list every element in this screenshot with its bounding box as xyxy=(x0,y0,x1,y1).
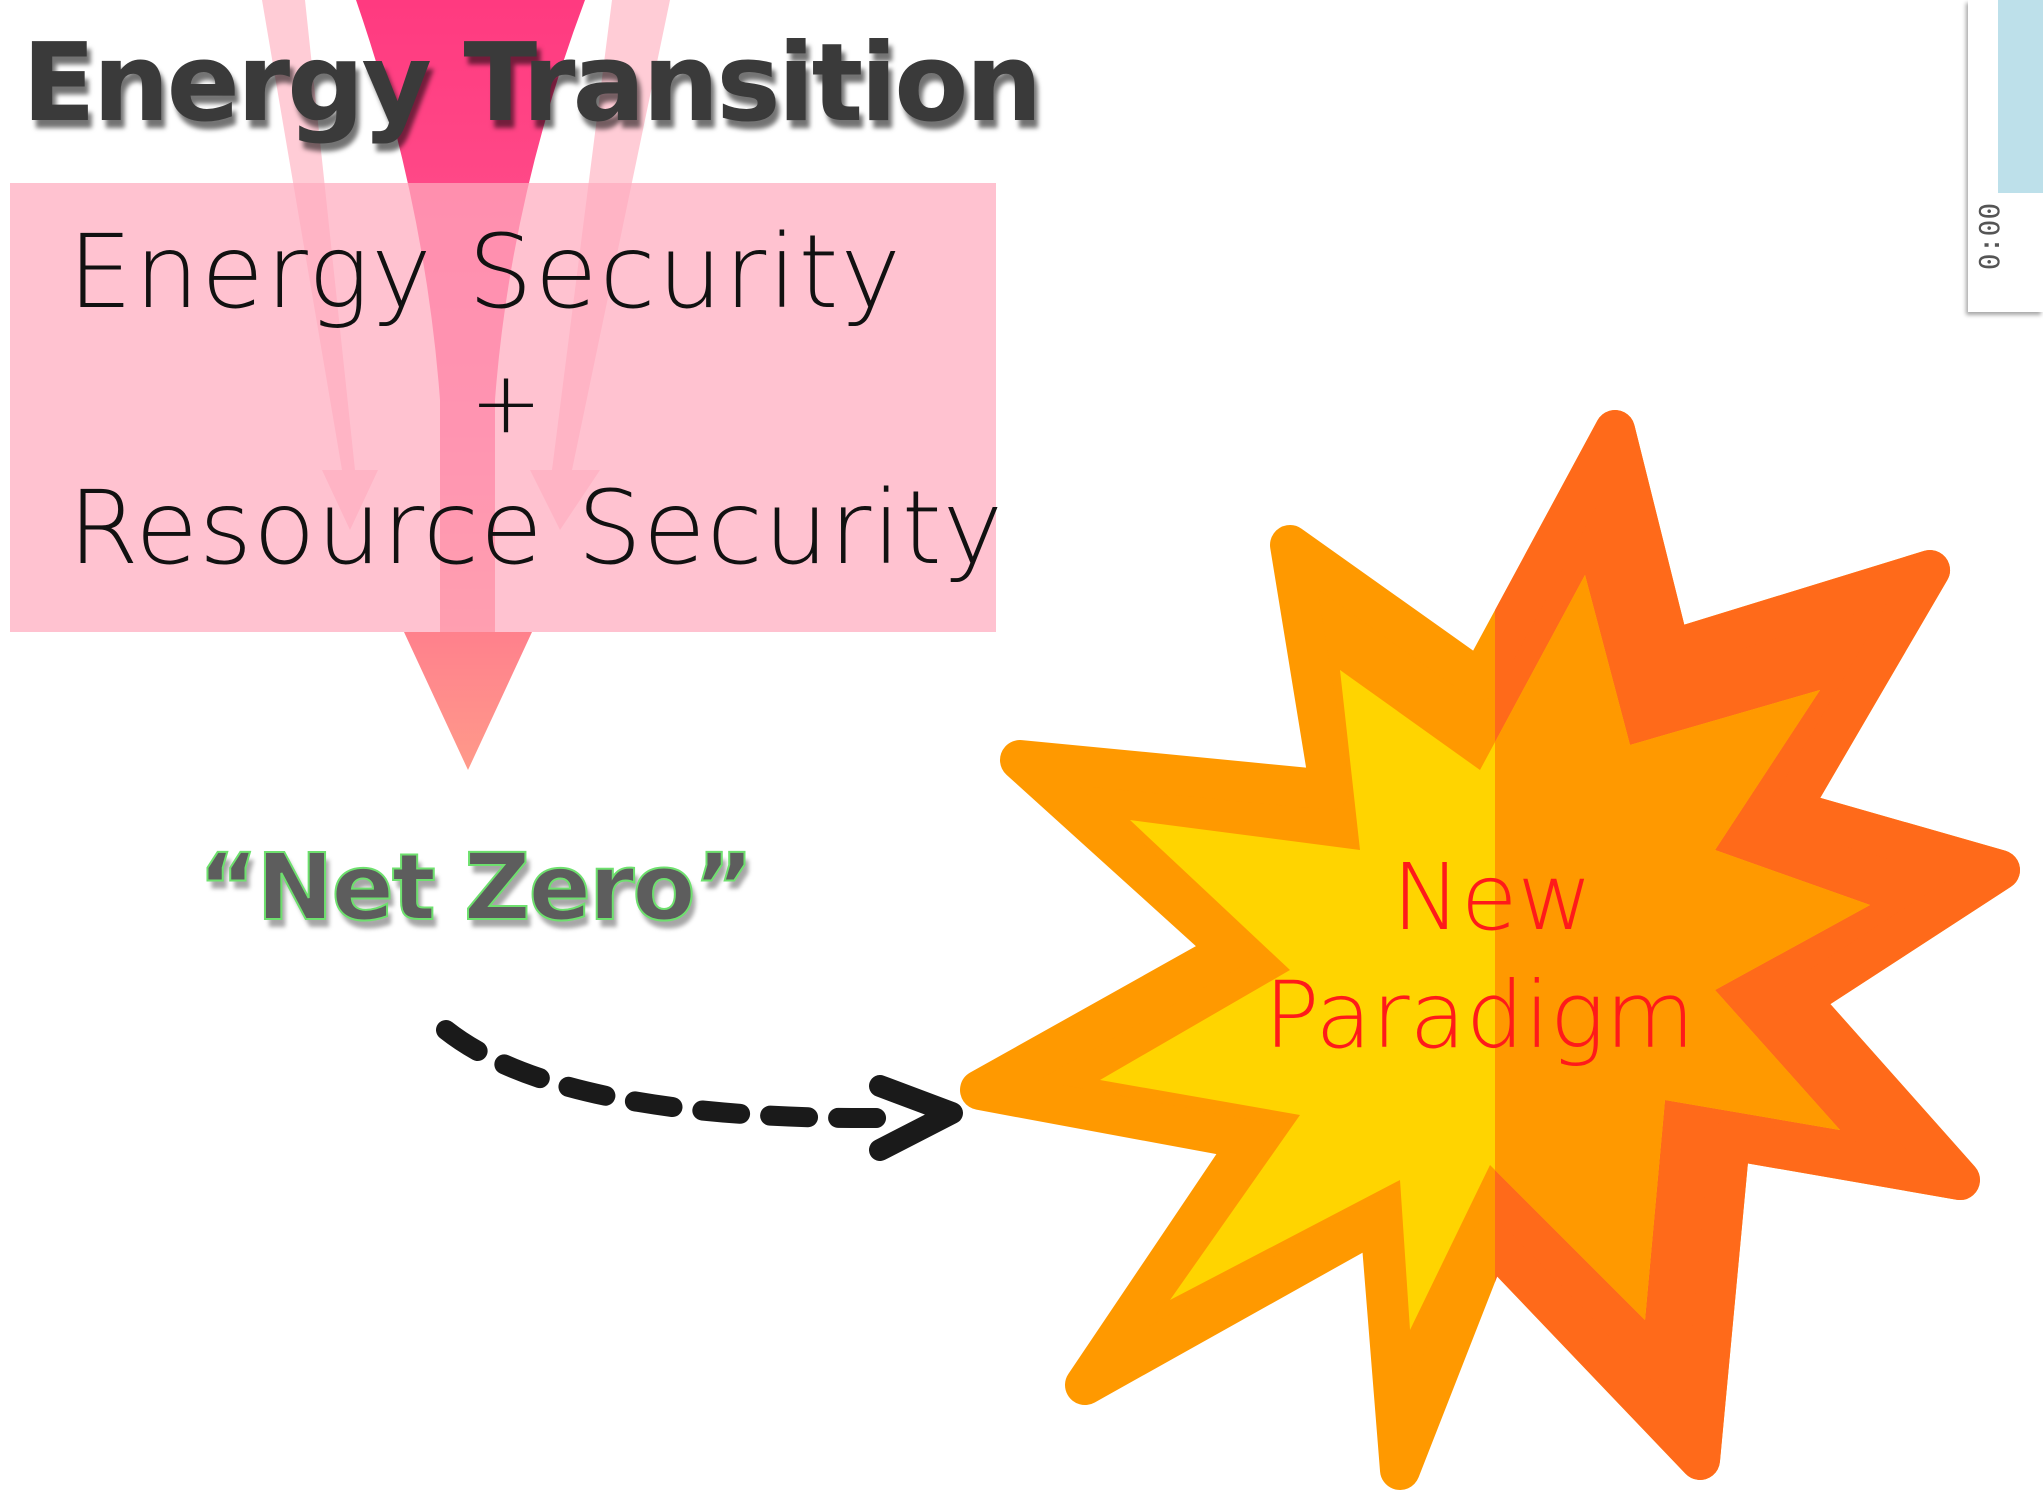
dashed-arrow-head xyxy=(869,1075,963,1161)
paradigm-text: Paradigm xyxy=(1264,962,1695,1069)
resource-security-text: Resource Security xyxy=(68,469,1005,588)
timer-label: 0:00 xyxy=(1973,202,2007,271)
security-box xyxy=(10,183,996,632)
starburst-inner-shade xyxy=(1495,575,1870,1320)
plus-sign: + xyxy=(470,353,543,453)
slide-title: Energy Transition xyxy=(22,21,1042,146)
new-text: New xyxy=(1392,844,1593,951)
net-zero-label: “Net Zero” xyxy=(197,834,755,941)
timer-widget[interactable]: 0:00 xyxy=(1968,0,2043,312)
energy-security-text: Energy Security xyxy=(68,213,903,332)
dashed-arrow-line xyxy=(436,1020,890,1129)
timer-progress-fill xyxy=(1998,0,2043,193)
